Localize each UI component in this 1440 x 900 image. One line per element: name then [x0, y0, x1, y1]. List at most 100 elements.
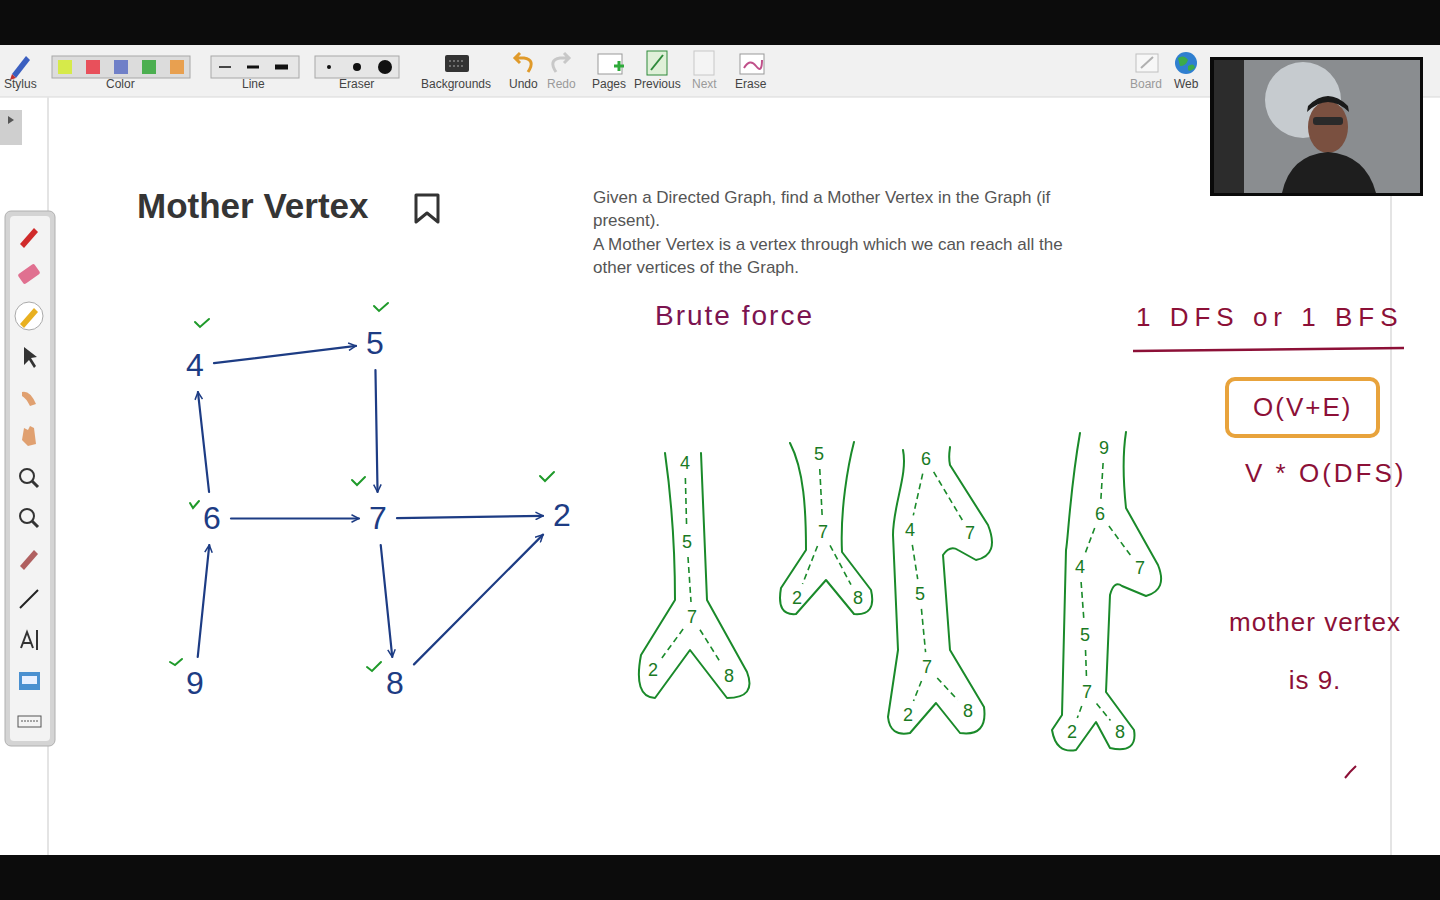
- tree-vertex-number: 6: [921, 449, 931, 470]
- decoration: [19, 672, 40, 690]
- top-bar: [0, 0, 1440, 45]
- color-picker: [52, 56, 190, 78]
- decoration: [1136, 54, 1158, 72]
- handwritten-note: V * O(DFS): [1245, 458, 1406, 489]
- decoration: [20, 228, 38, 248]
- tree-vertex-number: 2: [1067, 722, 1077, 743]
- decoration: [86, 60, 100, 74]
- decoration: [540, 472, 554, 481]
- decoration: [647, 51, 667, 75]
- dfs-tree: 6475728: [888, 445, 1000, 737]
- decoration: [445, 55, 469, 72]
- decoration: [1282, 152, 1376, 193]
- tool-label: Board: [1130, 77, 1162, 91]
- tree-link: [830, 545, 851, 584]
- graph-vertex: 6: [199, 498, 225, 539]
- dfs-tree: 5728: [778, 440, 878, 618]
- directed-edge: [198, 392, 209, 492]
- decoration: [21, 721, 38, 722]
- graph-vertex: 9: [182, 663, 208, 704]
- tree-vertex-number: 8: [724, 666, 734, 687]
- tool-label: Stylus: [4, 77, 37, 91]
- tree-link: [688, 557, 691, 602]
- decoration: [449, 66, 465, 67]
- handwritten-note: mother vertex is 9.: [1215, 593, 1415, 709]
- tool-label: Backgrounds: [421, 77, 491, 91]
- decoration: [1210, 57, 1423, 196]
- bottom-bar: [0, 855, 1440, 900]
- decoration: [275, 65, 288, 70]
- vertex-number: 9: [186, 665, 204, 702]
- decoration: [20, 550, 38, 570]
- tool-label: Line: [242, 77, 265, 91]
- tree-vertex-number: 8: [963, 701, 973, 722]
- decoration: [58, 60, 72, 74]
- webcam-view: [1210, 57, 1423, 196]
- tree-link: [937, 678, 958, 700]
- tool-palette: [5, 211, 55, 746]
- tool-label: Eraser: [339, 77, 374, 91]
- decoration: [378, 60, 392, 74]
- tree-vertex-number: 7: [818, 522, 828, 543]
- decoration: [17, 263, 40, 284]
- tree-vertex-number: 4: [1075, 557, 1085, 578]
- decoration: [744, 60, 762, 69]
- tool-label: Next: [692, 77, 717, 91]
- decoration: [170, 60, 184, 74]
- tree-vertex-number: 5: [814, 444, 824, 465]
- decoration: [614, 61, 624, 71]
- tree-vertex-number: 2: [648, 660, 658, 681]
- tree-link: [1081, 582, 1084, 620]
- decoration: [315, 56, 399, 78]
- directed-edge: [381, 545, 393, 657]
- tree-outline: [1048, 430, 1166, 754]
- tree-link: [1097, 704, 1111, 721]
- complexity-text: O(V+E): [1253, 392, 1352, 423]
- highlight-box: O(V+E): [1225, 377, 1380, 438]
- tool-label: Color: [106, 77, 135, 91]
- redo-icon: [553, 53, 569, 72]
- tree-vertex-number: 7: [965, 523, 975, 544]
- decoration: [247, 66, 259, 69]
- tick-mark: [1345, 766, 1356, 778]
- decoration: [449, 61, 465, 62]
- tree-link: [914, 681, 922, 701]
- tree-link: [1101, 463, 1103, 499]
- decoration: [374, 303, 388, 311]
- directed-edge: [414, 535, 543, 665]
- directed-edge: [397, 516, 543, 518]
- tree-link: [820, 469, 822, 517]
- board-icon: [1136, 54, 1158, 72]
- previous-icon: [647, 51, 667, 75]
- handwritten-note: Brute force: [655, 300, 814, 332]
- decoration: [142, 60, 156, 74]
- underline: [1133, 348, 1404, 351]
- vertex-number: 5: [366, 325, 384, 362]
- tree-vertex-number: 7: [687, 607, 697, 628]
- decoration: [170, 659, 182, 665]
- decoration: [5, 211, 55, 746]
- tool-label: Pages: [592, 77, 626, 91]
- decoration: [52, 56, 190, 78]
- decoration: [740, 54, 764, 74]
- tree-vertex-number: 8: [1115, 722, 1125, 743]
- tree-vertex-number: 7: [922, 657, 932, 678]
- tree-vertex-number: 2: [903, 705, 913, 726]
- tool-label: Redo: [547, 77, 576, 91]
- decoration: [15, 302, 43, 330]
- decoration: [1214, 60, 1244, 193]
- tree-link: [685, 478, 686, 527]
- next-icon: [694, 51, 714, 75]
- tree-link: [913, 474, 922, 516]
- tree-vertex-number: 5: [1080, 625, 1090, 646]
- decoration: [32, 481, 38, 487]
- tree-outline-path: [780, 442, 872, 614]
- vertex-number: 6: [203, 500, 221, 537]
- vertex-number: 8: [386, 665, 404, 702]
- tree-vertex-number: 4: [905, 520, 915, 541]
- tool-label: Erase: [735, 77, 766, 91]
- tree-link: [921, 609, 925, 652]
- dfs-tree: 96475728: [1048, 430, 1166, 754]
- tree-link: [1077, 706, 1081, 718]
